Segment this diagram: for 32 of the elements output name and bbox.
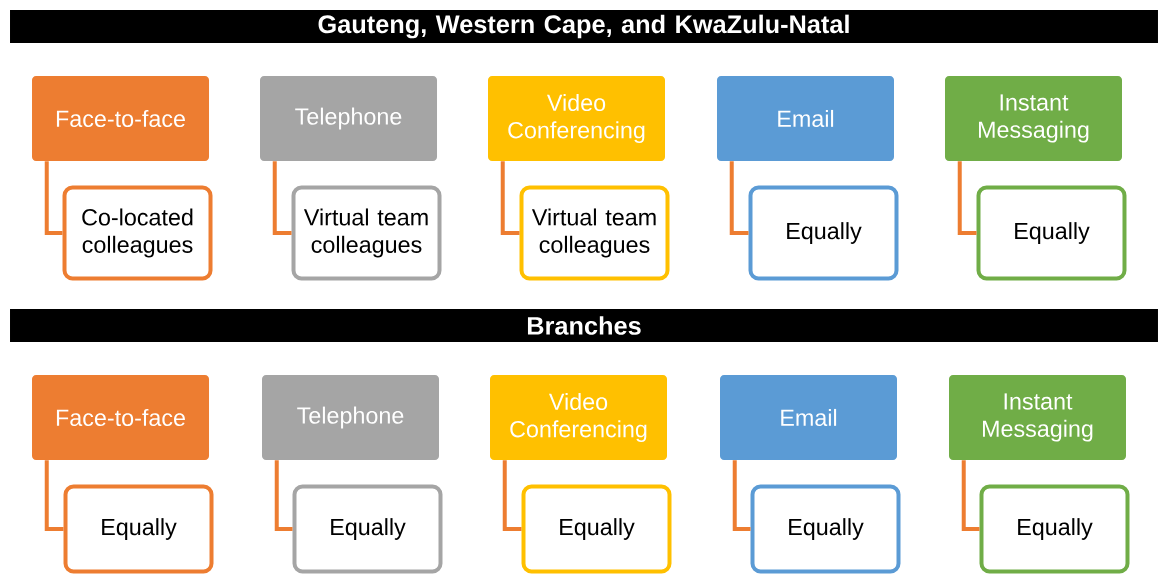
result-box: Equally [976, 185, 1127, 281]
connector-line [502, 460, 522, 531]
result-box: Equally [292, 484, 443, 574]
result-box: Co-located colleagues [62, 185, 213, 281]
result-box: Equally [63, 484, 214, 574]
connector-line [44, 161, 63, 235]
result-box: Equally [979, 484, 1130, 574]
category-box: Video Conferencing [488, 76, 665, 161]
connector-line [961, 460, 980, 531]
result-box: Equally [750, 484, 901, 574]
category-box: Telephone [260, 76, 437, 161]
section-banner: Gauteng, Western Cape, and KwaZulu-Natal [10, 10, 1158, 43]
connector-line [274, 460, 293, 531]
result-box: Virtual team colleagues [291, 185, 442, 281]
category-box: Email [720, 375, 897, 460]
category-box: Face-to-face [32, 76, 209, 161]
connector-line [957, 161, 977, 235]
section-banner: Branches [10, 309, 1158, 342]
connector-line [732, 460, 751, 531]
category-box: Telephone [262, 375, 439, 460]
category-box: Instant Messaging [949, 375, 1126, 460]
connector-line [44, 460, 64, 531]
category-box: Instant Messaging [945, 76, 1122, 161]
result-box: Equally [748, 185, 899, 281]
connector-line [500, 161, 520, 235]
category-box: Face-to-face [32, 375, 209, 460]
connector-line [272, 161, 292, 235]
category-box: Email [717, 76, 894, 161]
category-box: Video Conferencing [490, 375, 667, 460]
result-box: Equally [521, 484, 672, 574]
connector-line [729, 161, 749, 235]
result-box: Virtual team colleagues [519, 185, 670, 281]
